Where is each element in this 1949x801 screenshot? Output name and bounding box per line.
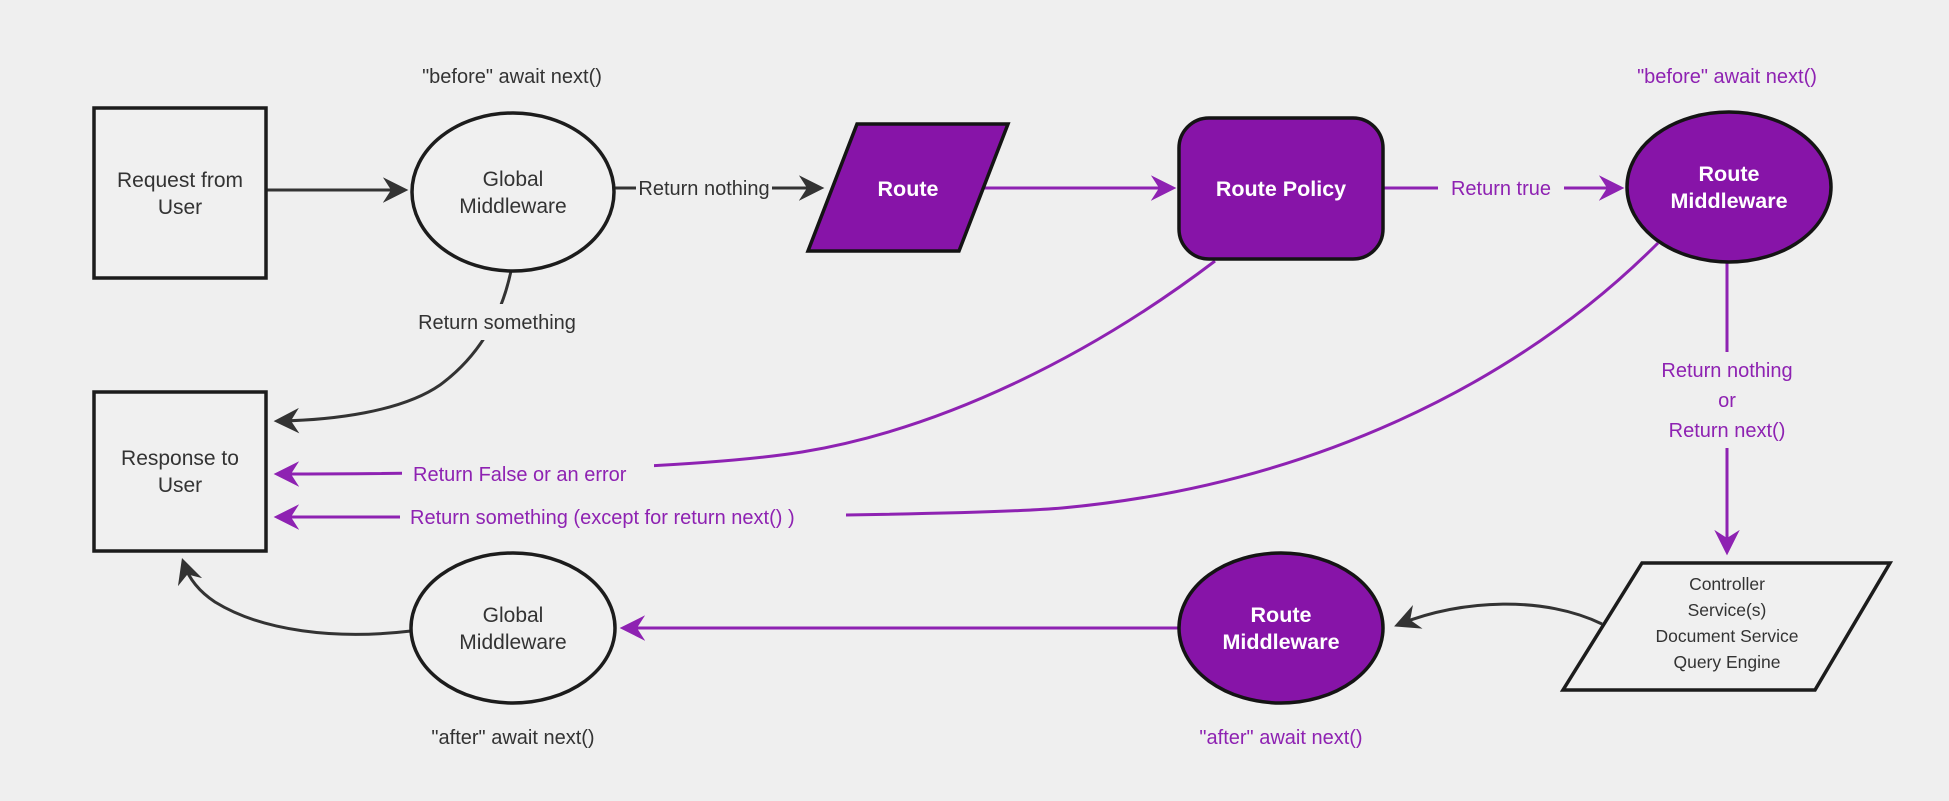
node-controller-services: Controller Service(s) Document Service Q… [1559,561,1894,692]
global-mw-top-line2: Middleware [459,195,566,218]
label-return-nothing-or-line1: Return nothing [1661,360,1792,382]
route-parallelogram [805,122,1011,253]
label-return-nothing-or-line3: Return next() [1669,420,1786,442]
route-policy-roundrect [1177,116,1385,261]
global-mw-top-line1: Global [483,168,544,191]
edge-global-mw-bottom-to-response [177,557,412,636]
response-box [92,390,268,553]
label-bg-return-something [396,304,598,340]
label-return-something: Return something [418,312,576,334]
global-mw-bottom-ellipse [409,551,617,705]
label-before-global: "before" await next() [422,66,602,88]
label-return-true: Return true [1451,178,1551,200]
label-after-route: "after" await next() [1199,727,1362,749]
node-route: Route [805,122,1011,253]
controller-line3: Document Service [1656,626,1799,646]
route-mw-bottom-line1: Route [1251,603,1312,627]
node-request-from-user: Request from User [92,106,268,280]
route-policy-label: Route Policy [1216,177,1346,201]
label-after-global: "after" await next() [431,727,594,749]
route-mw-top-ellipse [1625,110,1833,264]
node-route-middleware-bottom: Route Middleware [1177,551,1385,705]
response-label-line1: Response to [121,447,239,470]
request-label-line1: Request from [117,169,243,192]
label-bg-return-false [402,456,654,491]
controller-line1: Controller [1689,574,1765,594]
route-mw-bottom-line2: Middleware [1222,630,1339,654]
nodes: Request from User Global Middleware Rout… [92,106,1894,705]
global-mw-bottom-line1: Global [483,604,544,627]
request-label-line2: User [158,196,202,219]
route-label: Route [878,177,939,201]
response-label-line2: User [158,474,202,497]
controller-parallelogram [1559,561,1894,692]
node-route-middleware-top: Route Middleware [1625,110,1833,264]
label-bg-return-nothing-or [1633,352,1821,448]
route-mw-top-line2: Middleware [1670,189,1787,213]
request-box [92,106,268,280]
label-return-nothing: Return nothing [638,178,769,200]
node-response-to-user: Response to User [92,390,268,553]
label-bg-return-nothing [636,170,772,205]
label-bg-return-true [1438,170,1564,205]
label-return-something-except: Return something (except for return next… [410,507,795,529]
edge-labels: "before" await next() "before" await nex… [410,66,1817,749]
controller-line2: Service(s) [1688,600,1767,620]
label-return-nothing-or-line2: or [1718,390,1736,412]
node-global-middleware-top: Global Middleware [410,111,616,273]
node-route-policy: Route Policy [1177,116,1385,261]
label-bg-return-something-except [400,499,846,534]
edge-controller-to-route-mw-bottom [1394,602,1603,629]
label-before-route: "before" await next() [1637,66,1817,88]
route-mw-bottom-ellipse [1177,551,1385,705]
route-mw-top-line1: Route [1699,162,1760,186]
node-global-middleware-bottom: Global Middleware [409,551,617,705]
edge-label-backgrounds [396,170,1821,534]
global-mw-top-ellipse [410,111,616,273]
controller-line4: Query Engine [1673,652,1780,672]
global-mw-bottom-line2: Middleware [459,631,566,654]
label-return-false-or-error: Return False or an error [413,464,627,486]
